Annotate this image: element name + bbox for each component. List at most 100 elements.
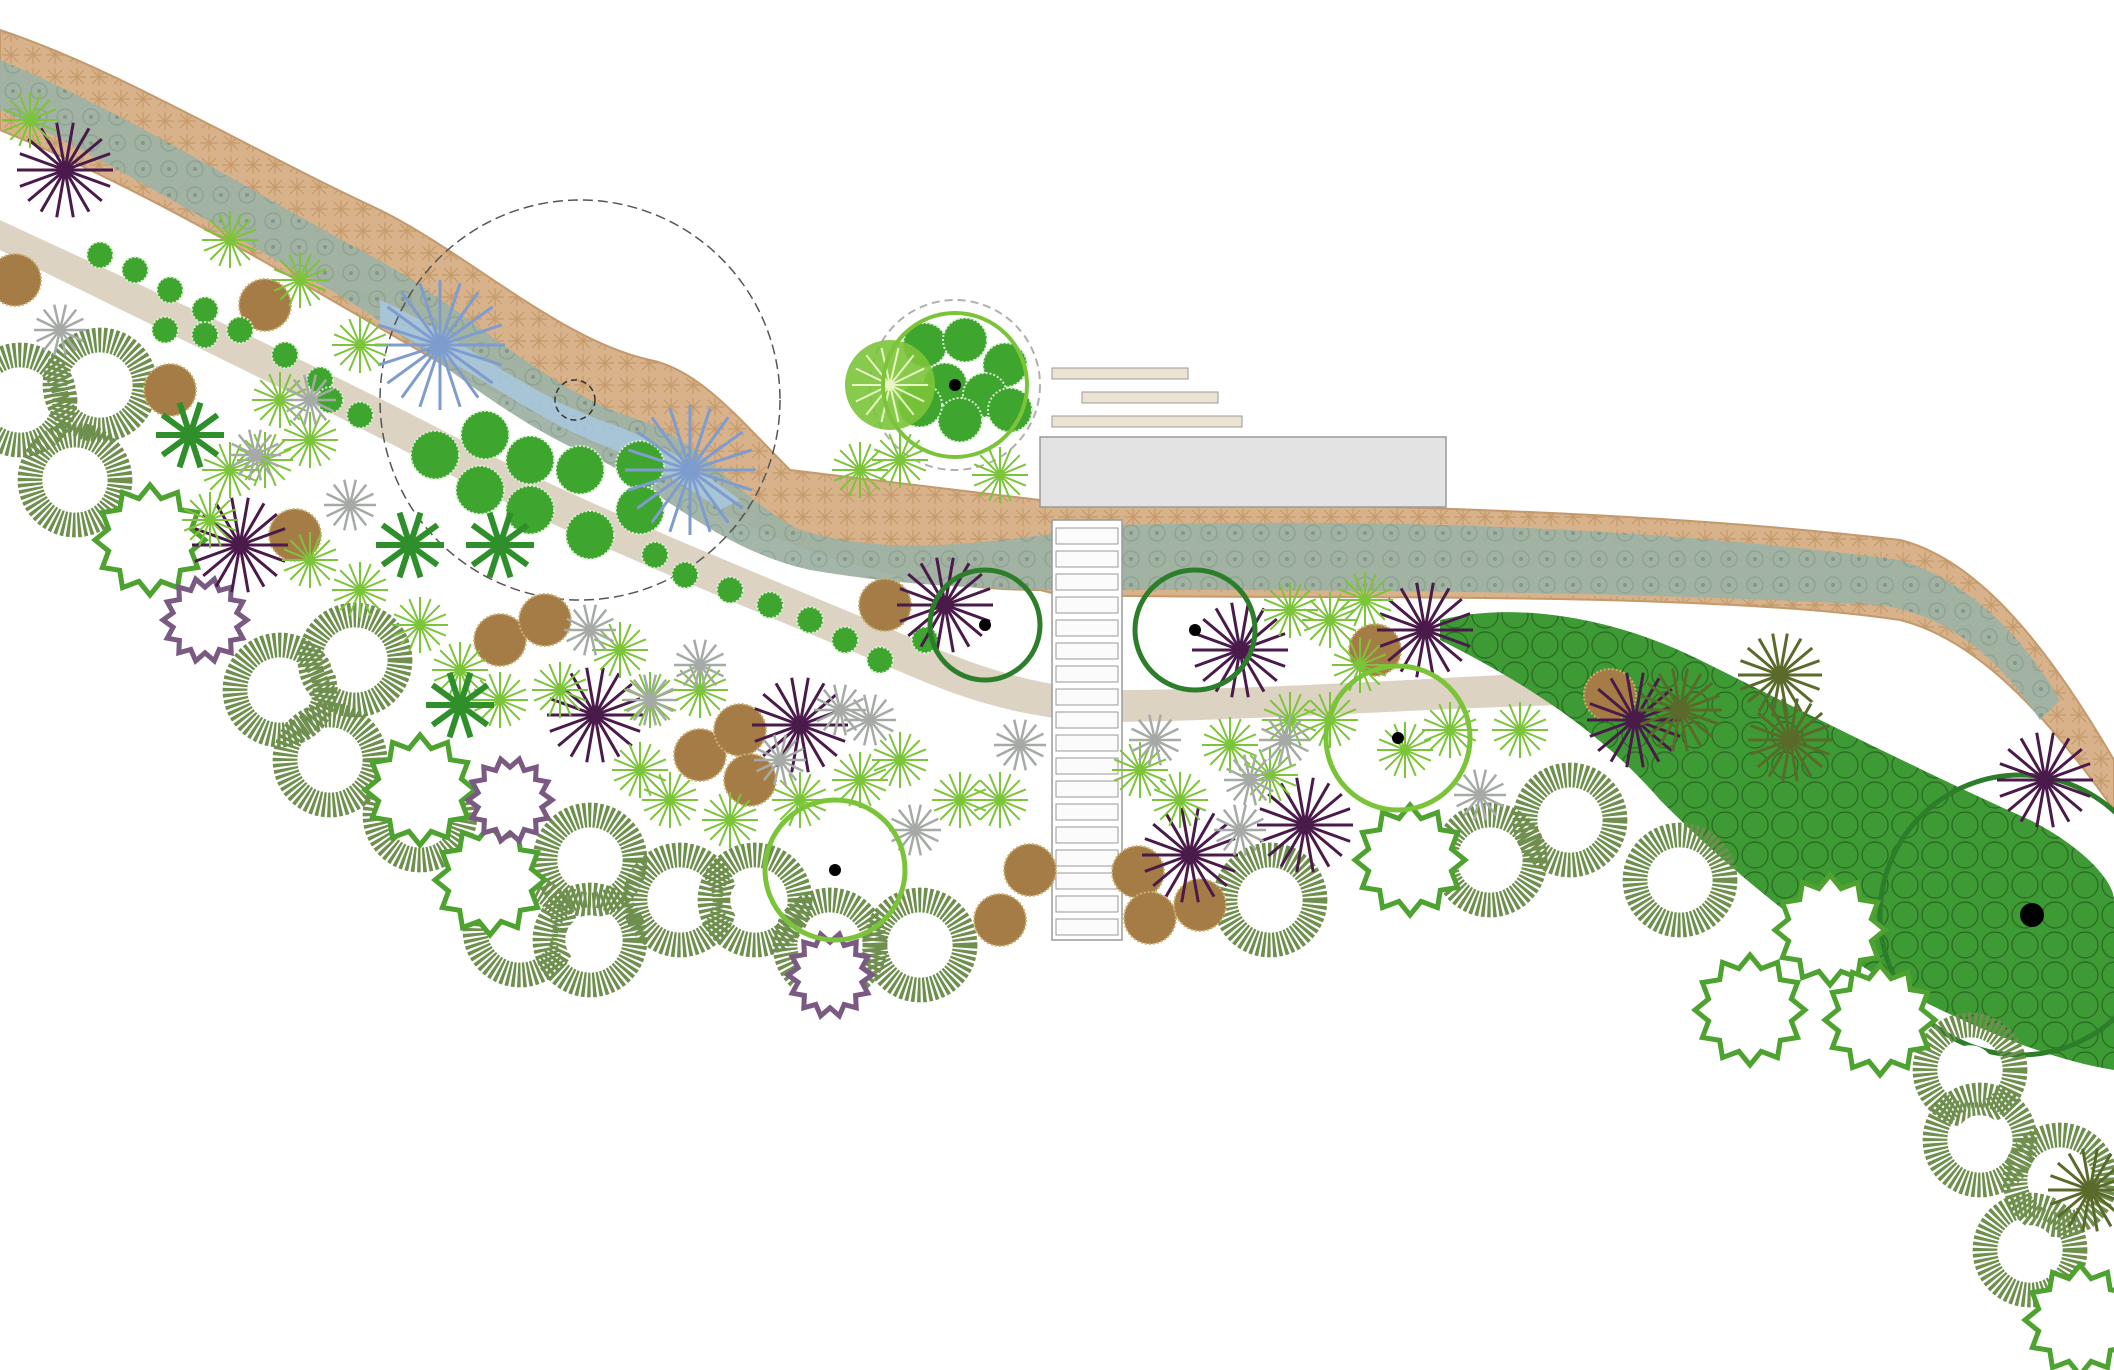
shrub-ring [1212, 842, 1328, 958]
burst-plant [1748, 698, 1832, 782]
green-shrub [86, 241, 114, 269]
burst-plant [612, 742, 668, 798]
round-shrub [1003, 843, 1057, 897]
green-shrub [641, 541, 669, 569]
burst-plant [752, 677, 848, 773]
shrub-ring [297, 602, 413, 718]
stair-tread [1055, 596, 1119, 614]
tree-canopy [881, 311, 1029, 459]
burst-plant [625, 405, 755, 535]
burst-plant [1492, 702, 1548, 758]
burst-plant [282, 412, 338, 468]
green-shrub [346, 401, 374, 429]
burst-plant [1224, 754, 1276, 806]
burst-plant [564, 604, 616, 656]
shrub-ring [42, 327, 158, 443]
green-shrub [505, 435, 555, 485]
burst-plant [1377, 582, 1473, 678]
stair-tread [1055, 619, 1119, 637]
burst-plant [1337, 572, 1393, 628]
garden-stairs [1051, 519, 1123, 941]
terrace-deck [1039, 367, 1447, 508]
tree-trunk [1392, 732, 1404, 744]
burst-plant [1259, 714, 1311, 766]
burst-plant [1257, 777, 1353, 873]
burst-plant [332, 562, 388, 618]
burst-plant [624, 674, 676, 726]
stair-tread [1055, 711, 1119, 729]
stair-tread [1055, 757, 1119, 775]
green-shrub [831, 626, 859, 654]
tree-trunk [1189, 624, 1201, 636]
stair-tread [1055, 665, 1119, 683]
burst-plant [1262, 692, 1318, 748]
round-shrub [1173, 878, 1227, 932]
spiky-shrub [1691, 951, 1809, 1069]
burst-plant [994, 719, 1046, 771]
burst-plant [376, 511, 444, 579]
burst-plant [375, 280, 505, 410]
green-shrub [226, 316, 254, 344]
stair-tread [1055, 780, 1119, 798]
shrub-ring [622, 842, 738, 958]
green-shrub [555, 445, 605, 495]
burst-plant [1129, 714, 1181, 766]
stair-tread [1055, 803, 1119, 821]
burst-plant [889, 804, 941, 856]
burst-plant [702, 792, 758, 848]
burst-plant [1638, 668, 1722, 752]
green-shrub [756, 591, 784, 619]
ground-cover-mass [1440, 612, 2114, 1070]
burst-plant [182, 492, 238, 548]
spiky-shrub [158, 574, 252, 666]
burst-plant [466, 511, 534, 579]
shrub-ring [1512, 762, 1628, 878]
stair-tread [1055, 527, 1119, 545]
burst-plant [432, 642, 488, 698]
round-shrub [673, 728, 727, 782]
tree-canopy [927, 567, 1043, 683]
tree-canopy [762, 797, 908, 943]
stair-tread [1055, 688, 1119, 706]
tree-canopy [1132, 567, 1258, 693]
stair-tread [1055, 849, 1119, 867]
green-shrub [942, 317, 988, 363]
burst-plant [34, 304, 86, 356]
green-shrub [156, 276, 184, 304]
shrub-ring [1972, 1192, 2088, 1308]
burst-plant [2, 92, 58, 148]
burst-plant [897, 557, 993, 653]
burst-plant [754, 734, 806, 786]
green-shrub [716, 576, 744, 604]
shrub-ring [1922, 1082, 2038, 1198]
burst-plant [1738, 633, 1822, 717]
green-shrub [987, 387, 1033, 433]
green-shrub [271, 341, 299, 369]
burst-plant [1112, 742, 1168, 798]
spiky-shrub [91, 481, 209, 599]
burst-plant [832, 442, 888, 498]
burst-plant [392, 597, 448, 653]
spiky-shrub [1821, 961, 1939, 1079]
stair-tread [1055, 642, 1119, 660]
burst-plant [284, 374, 336, 426]
burst-plant [1214, 804, 1266, 856]
round-shrub [518, 593, 572, 647]
burst-plant [1302, 592, 1358, 648]
green-shrub [505, 485, 555, 535]
stair-tread [1055, 826, 1119, 844]
burst-plant [1152, 772, 1208, 828]
round-shrub [143, 363, 197, 417]
spiky-shrub [463, 754, 557, 846]
shrub-ring [272, 702, 388, 818]
green-shrub [796, 606, 824, 634]
burst-plant [1997, 732, 2093, 828]
burst-plant [872, 432, 928, 488]
burst-plant [156, 401, 224, 469]
burst-plant [972, 772, 1028, 828]
burst-plant [1262, 582, 1318, 638]
plant-symbols [0, 92, 2114, 1370]
round-shrub [973, 893, 1027, 947]
round-shrub [238, 278, 292, 332]
burst-plant [324, 479, 376, 531]
